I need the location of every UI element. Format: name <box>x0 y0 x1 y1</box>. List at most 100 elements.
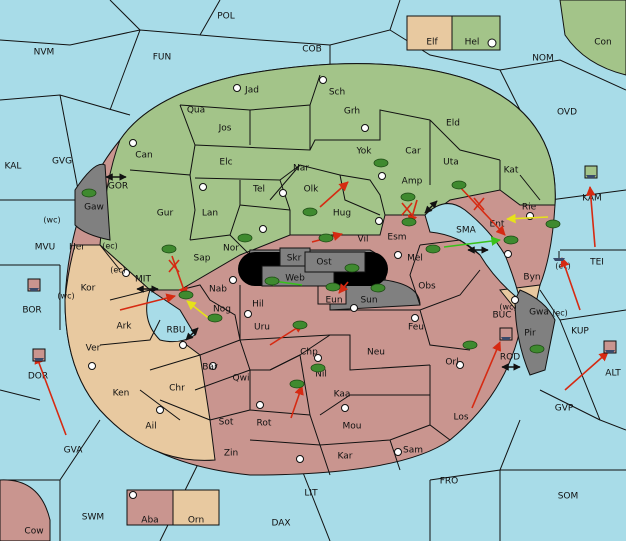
army-icon[interactable] <box>462 340 478 350</box>
army-icon[interactable] <box>401 217 417 227</box>
sea-buc[interactable]: BUC <box>492 311 511 321</box>
army-icon[interactable] <box>318 233 334 243</box>
prov-qwi[interactable]: Qwi <box>233 374 250 384</box>
sea-gva[interactable]: GVA <box>64 446 84 456</box>
prov-chr[interactable]: Chr <box>169 384 185 394</box>
army-icon[interactable] <box>529 344 545 354</box>
prov-kor[interactable]: Kor <box>81 284 96 294</box>
prov-nog[interactable]: Nog <box>213 305 231 315</box>
sea-gvg[interactable]: GVG <box>52 157 72 167</box>
army-icon[interactable] <box>289 379 305 389</box>
prov-kat[interactable]: Kat <box>504 166 519 176</box>
sea-rod[interactable]: ROD <box>500 353 520 363</box>
prov-neu[interactable]: Neu <box>367 348 385 358</box>
sea-som[interactable]: SOM <box>558 492 579 502</box>
prov-chp[interactable]: Chp <box>300 348 318 358</box>
land-cow[interactable] <box>0 479 51 541</box>
army-icon[interactable] <box>325 282 341 292</box>
prov-los[interactable]: Los <box>453 413 468 423</box>
fleet-icon[interactable] <box>553 251 565 261</box>
prov-ken[interactable]: Ken <box>113 389 130 399</box>
army-icon[interactable] <box>178 290 194 300</box>
land-pir[interactable] <box>514 289 556 376</box>
sea-pol[interactable]: POL <box>217 12 235 22</box>
prov-jad[interactable]: Jad <box>244 86 259 96</box>
sea-cow[interactable]: Cow <box>24 527 43 537</box>
prov-lan[interactable]: Lan <box>202 209 218 219</box>
prov-byn[interactable]: Byn <box>523 273 540 283</box>
army-icon[interactable] <box>237 233 253 243</box>
fleet-icon[interactable] <box>584 165 598 179</box>
prov-orl[interactable]: Orl <box>445 358 458 368</box>
prov-her[interactable]: Her <box>69 243 85 253</box>
prov-kar[interactable]: Kar <box>338 452 353 462</box>
prov-skr[interactable]: Skr <box>287 254 302 264</box>
prov-sch[interactable]: Sch <box>329 88 345 98</box>
sea-nom[interactable]: NOM <box>532 54 554 64</box>
prov-bar[interactable]: Bar <box>202 363 218 373</box>
sea-bor[interactable]: BOR <box>22 306 41 316</box>
army-icon[interactable] <box>292 320 308 330</box>
sea-mvu[interactable]: MVU <box>35 243 56 253</box>
prov-mel[interactable]: Mel <box>407 254 423 264</box>
prov-elc[interactable]: Elc <box>219 158 232 168</box>
army-icon[interactable] <box>161 244 177 254</box>
army-icon[interactable] <box>400 192 416 202</box>
sea-dax[interactable]: DAX <box>271 519 290 529</box>
sea-kal[interactable]: KAL <box>5 162 22 172</box>
prov-ost[interactable]: Ost <box>316 258 332 268</box>
sea-mit[interactable]: MIT <box>135 275 151 285</box>
prov-amp[interactable]: Amp <box>402 177 423 187</box>
prov-vil[interactable]: Vil <box>358 235 369 245</box>
sea-cob[interactable]: COB <box>302 45 322 55</box>
prov-eun[interactable]: Eun <box>325 296 342 306</box>
prov-sun[interactable]: Sun <box>360 296 377 306</box>
sea-rbu[interactable]: RBU <box>166 326 185 336</box>
prov-nar[interactable]: Nar <box>293 164 309 174</box>
prov-esm[interactable]: Esm <box>387 233 406 243</box>
prov-nil[interactable]: Nil <box>315 370 327 380</box>
prov-gaw[interactable]: Gaw <box>84 203 104 213</box>
army-icon[interactable] <box>310 363 326 373</box>
army-icon[interactable] <box>81 188 97 198</box>
prov-web[interactable]: Web <box>285 274 305 284</box>
fleet-icon[interactable] <box>499 327 513 341</box>
army-icon[interactable] <box>425 244 441 254</box>
prov-hil[interactable]: Hil <box>252 300 264 310</box>
fleet-icon[interactable] <box>603 340 617 354</box>
sea-con[interactable]: Con <box>594 38 612 48</box>
army-icon[interactable] <box>344 263 360 273</box>
prov-sot[interactable]: Sot <box>219 418 234 428</box>
prov-nab[interactable]: Nab <box>209 285 227 295</box>
prov-sam[interactable]: Sam <box>403 446 423 456</box>
prov-uta[interactable]: Uta <box>443 158 459 168</box>
army-icon[interactable] <box>451 180 467 190</box>
prov-pir[interactable]: Pir <box>524 329 536 339</box>
prov-gur[interactable]: Gur <box>157 209 174 219</box>
prov-uru[interactable]: Uru <box>254 323 270 333</box>
sea-gvp[interactable]: GVP <box>555 404 574 414</box>
prov-ent[interactable]: Ent <box>490 220 505 230</box>
prov-qua[interactable]: Qua <box>187 106 205 116</box>
army-icon[interactable] <box>302 207 318 217</box>
army-icon[interactable] <box>264 276 280 286</box>
sea-gor[interactable]: GOR <box>108 182 128 192</box>
prov-rot[interactable]: Rot <box>257 419 272 429</box>
prov-ail[interactable]: Ail <box>145 422 156 432</box>
sea-ovd[interactable]: OVD <box>557 108 577 118</box>
prov-tel[interactable]: Tel <box>252 185 265 195</box>
prov-feu[interactable]: Feu <box>408 323 424 333</box>
prov-ark[interactable]: Ark <box>116 322 132 332</box>
prov-eld[interactable]: Eld <box>446 119 460 129</box>
sea-kup[interactable]: KUP <box>571 327 589 337</box>
prov-can[interactable]: Can <box>135 151 153 161</box>
prov-car[interactable]: Car <box>405 147 421 157</box>
sea-kam[interactable]: KAM <box>582 194 602 204</box>
prov-jos[interactable]: Jos <box>218 124 232 134</box>
sea-dor[interactable]: DOR <box>28 372 48 382</box>
sea-fro[interactable]: FRO <box>440 477 459 487</box>
prov-obs[interactable]: Obs <box>418 282 436 292</box>
army-icon[interactable] <box>545 219 561 229</box>
sea-swm[interactable]: SWM <box>82 513 104 523</box>
army-icon[interactable] <box>503 235 519 245</box>
